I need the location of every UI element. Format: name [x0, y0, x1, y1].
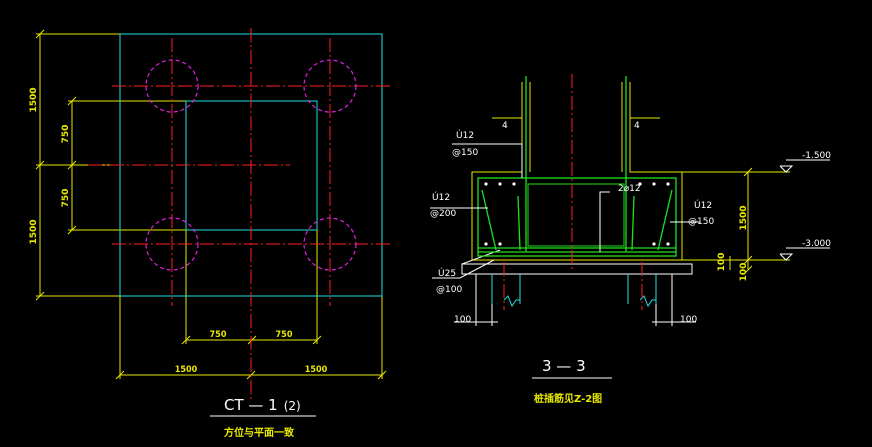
elev-top: -1.500: [802, 151, 831, 161]
dim-bottom-inner-left: 750: [210, 330, 227, 340]
section-base: [461, 249, 693, 275]
col-label-right: 4: [634, 121, 640, 131]
pile-circles: [145, 59, 357, 271]
rebar-top-spacing: @150: [452, 148, 478, 158]
rebar-right-dia: Ú12: [694, 199, 712, 211]
foundation-plan: 1500 1500 750 750 750 750 1500 1500 CT —…: [29, 28, 392, 439]
dim-top-left: 1500: [29, 87, 39, 112]
rebar-left-spacing: @200: [430, 209, 456, 219]
pile-bottom-left: [145, 217, 199, 271]
rebar-bottom-spacing: @100: [436, 285, 462, 295]
dim-bottom-outer-left: 1500: [175, 365, 198, 375]
dim-bottom-outer-right: 1500: [305, 365, 328, 375]
rebar-mid: 2⌀12: [618, 184, 641, 194]
plan-axis-lines: [88, 28, 392, 400]
pile-top-right: [303, 59, 357, 113]
plan-dimension-lines: [35, 29, 387, 380]
dim-cushion-b: 100: [739, 263, 749, 282]
dim-bottom-inner-right: 750: [276, 330, 293, 340]
dim-mid-lower: 750: [61, 189, 71, 208]
section-axis-lines: [503, 74, 643, 310]
section-outline: [471, 82, 790, 275]
section-leaders: [430, 143, 700, 279]
plan-subtitle: 方位与平面一致: [224, 426, 295, 439]
dim-bottom-left: 1500: [29, 219, 39, 244]
section-subtitle: 桩插筋见Z-2图: [534, 392, 602, 405]
dim-base-right: 100: [680, 315, 697, 325]
section-rebar-dots: [484, 182, 670, 246]
dim-mid-upper: 750: [61, 125, 71, 144]
rebar-left-dia: Ú12: [432, 191, 450, 203]
section-base-dims: [454, 274, 696, 326]
section-piles: [491, 274, 657, 308]
elevation-markers: [779, 159, 830, 261]
col-label-left: 4: [502, 121, 508, 131]
pile-bottom-right: [303, 217, 357, 271]
elev-bottom: -3.000: [802, 239, 831, 249]
dim-cushion-a: 100: [717, 253, 727, 272]
rebar-right-spacing: @150: [688, 217, 714, 227]
dim-depth: 1500: [739, 205, 749, 230]
pile-top-left: [145, 59, 199, 113]
foundation-section: 4 4 Ú12 @150 Ú12 @200 2⌀12 Ú12 @150 Ú25 …: [430, 74, 831, 405]
dim-base-left: 100: [454, 315, 471, 325]
plan-title: CT — 1(2): [224, 396, 301, 414]
section-title: 3 — 3: [542, 357, 586, 375]
rebar-bottom-dia: Ú25: [438, 267, 456, 279]
rebar-top-dia: Ú12: [456, 129, 474, 141]
section-rebar: [477, 76, 677, 257]
